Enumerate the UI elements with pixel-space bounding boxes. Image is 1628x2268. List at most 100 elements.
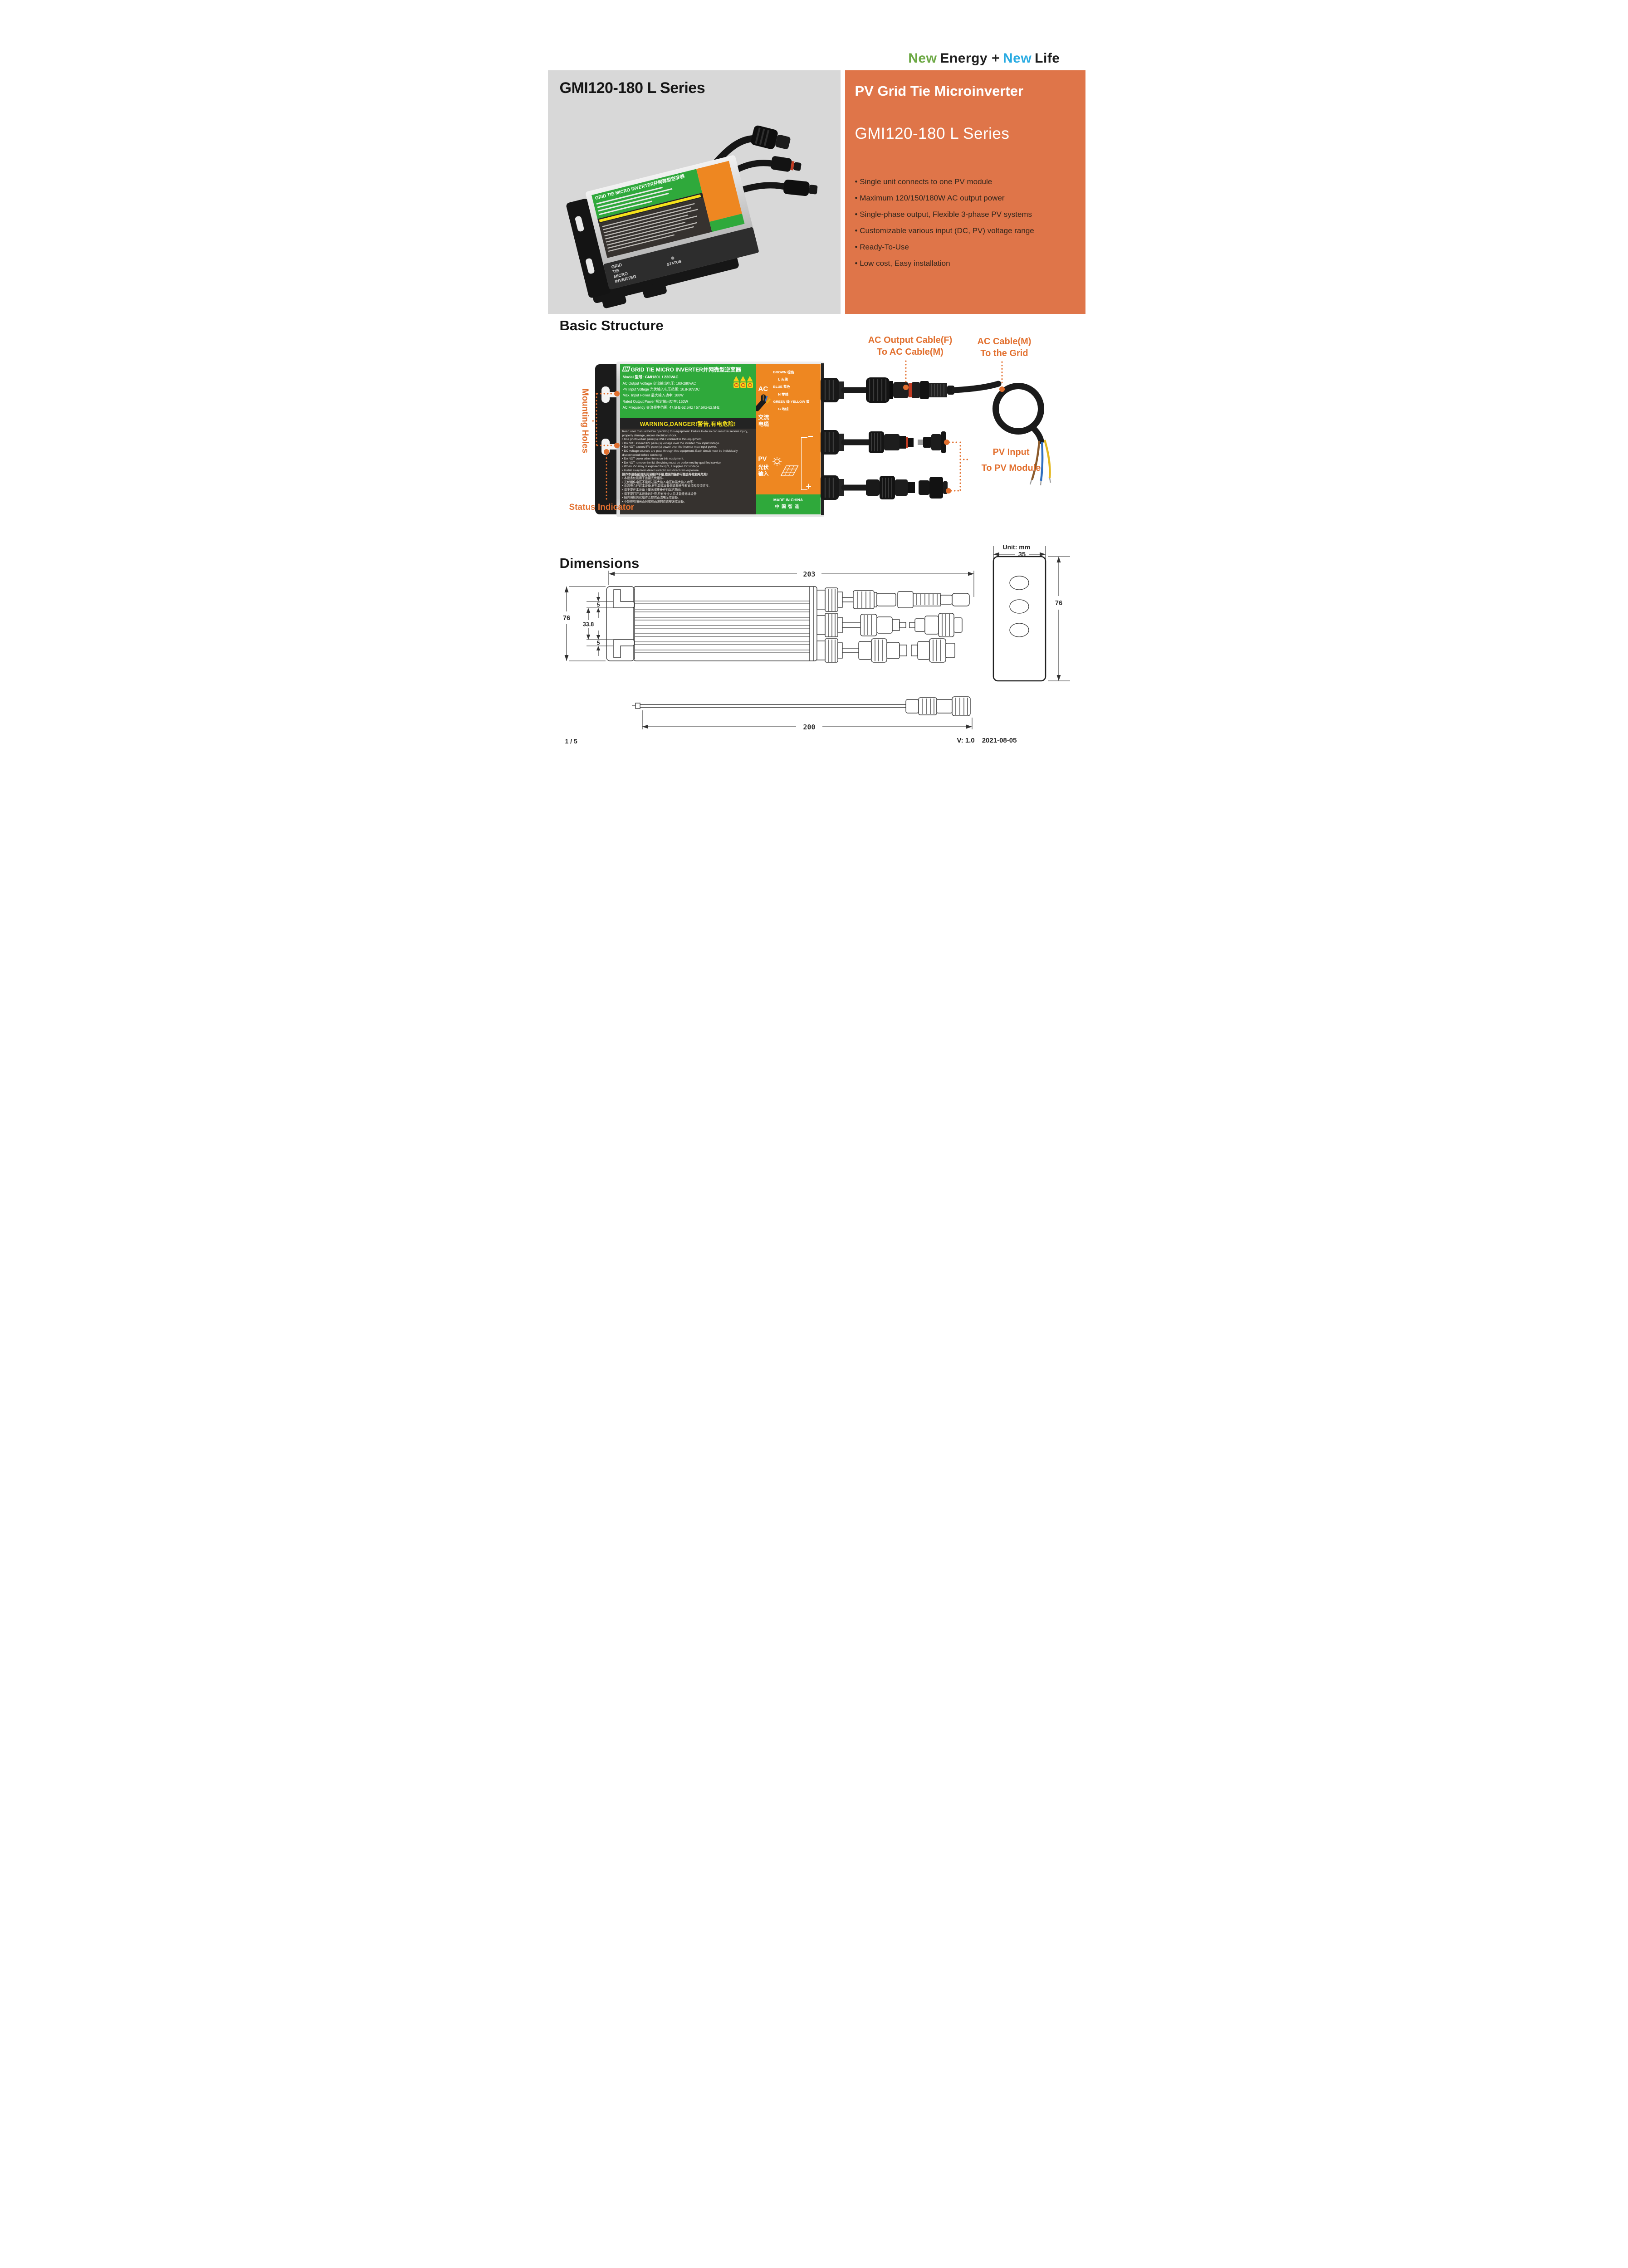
pv-cable-bottom bbox=[841, 476, 948, 499]
feature-item: Single-phase output, Flexible 3-phase PV… bbox=[855, 206, 1034, 223]
ac-text: AC bbox=[758, 385, 768, 393]
hero-left-panel: GMI120-180 L Series bbox=[548, 70, 841, 314]
wire-color-labels: BROWN 棕色 L 火线 BLUE 蓝色 N 零线 GREEN 绿 YELLO… bbox=[773, 369, 820, 413]
warning-line: • 本设备仅能用于连接光伏组件. bbox=[622, 477, 664, 480]
unit-label: Unit: mm bbox=[1002, 543, 1031, 551]
pv-input-zh-2: 输入 bbox=[758, 471, 769, 477]
wire-brown-label: BROWN 棕色 bbox=[773, 370, 794, 374]
feature-item: Ready-To-Use bbox=[855, 239, 1034, 255]
warning-banner: WARNING,DANGER!警告,有电危险! bbox=[620, 418, 756, 429]
warning-line: • Do NOT remove the lid. Servicing must … bbox=[622, 461, 722, 464]
feature-list: Single unit connects to one PV moduleMax… bbox=[855, 174, 1034, 272]
callout-status-indicator: Status Indicator bbox=[569, 503, 635, 512]
device-body: GRID TIE MICRO INVERTER并网微型逆变器 Model 型号:… bbox=[616, 362, 824, 517]
wire-ground-label: G 地线 bbox=[778, 407, 789, 411]
wire-yellow-label: YELLOW 黄 bbox=[790, 399, 810, 404]
dimension-lines bbox=[566, 546, 1070, 729]
callout-ac-cable: AC Cable(M) To the Grid bbox=[963, 336, 1046, 359]
feature-item: Single unit connects to one PV module bbox=[855, 174, 1034, 190]
dim-side-height: 76 bbox=[1055, 600, 1062, 607]
label-green-header: GRID TIE MICRO INVERTER并网微型逆变器 Model 型号:… bbox=[620, 364, 756, 418]
front-glands bbox=[816, 587, 843, 663]
dim-length: 203 bbox=[803, 570, 815, 578]
page-number: 1 / 5 bbox=[565, 738, 577, 745]
photo-device-body: GRID TIE MICRO INVERTER并网微型逆变器 GRID TIE … bbox=[566, 155, 759, 308]
warning-icons bbox=[733, 376, 754, 389]
wire-live-label: L 火线 bbox=[778, 377, 788, 382]
warning-line: • 请不要打开本设备的外壳,只有专业人员才能维修本设备. bbox=[622, 492, 698, 496]
label-model: Model 型号: GMI180L / 230VAC bbox=[622, 375, 679, 379]
red-seal-ring bbox=[908, 383, 912, 397]
label-spec-line: PV Input Voltage 光伏输入电压范围: 10.8-30VDC bbox=[622, 387, 700, 392]
wire-blue-label: BLUE 蓝色 bbox=[773, 385, 791, 389]
product-title: PV Grid Tie Microinverter bbox=[855, 83, 1024, 99]
pv-cable-middle bbox=[841, 431, 946, 453]
pv-input-zh-1: 光伏 bbox=[758, 465, 769, 470]
warning-line: • DC voltage sources are pass through th… bbox=[622, 449, 738, 457]
wire-green-label: GREEN 绿 bbox=[773, 399, 790, 404]
warning-line: • Install away from direct sunlight and … bbox=[622, 469, 700, 472]
front-mc4-pair bbox=[842, 613, 963, 637]
no-sunlight-icon bbox=[733, 382, 739, 388]
tagline-new-1: New bbox=[908, 51, 937, 66]
dim-cable-length: 200 bbox=[803, 723, 815, 731]
warning-line: • When PV array is exposed to light, it … bbox=[622, 465, 700, 469]
pv-text: PV bbox=[758, 455, 767, 462]
made-in-china-en: MADE IN CHINA bbox=[773, 498, 803, 502]
ac-cable-zh-2: 电缆 bbox=[758, 421, 769, 427]
warning-line: • 不能在有阳光直射或有雨淋的位置安装本设备. bbox=[622, 500, 685, 503]
mounting-hole-top bbox=[601, 386, 619, 403]
warning-line: • 请不要在本设备上覆盖或堆叠任何其它物品. bbox=[622, 488, 682, 492]
rf-warning-icon bbox=[747, 376, 753, 381]
warning-line: Read user manual before operating this e… bbox=[622, 430, 748, 437]
product-photo: GRID TIE MICRO INVERTER并网微型逆变器 GRID TIE … bbox=[566, 125, 817, 308]
dimension-arrows bbox=[564, 552, 1061, 729]
label-title: GRID TIE MICRO INVERTER并网微型逆变器 bbox=[621, 367, 753, 373]
front-mc4-pair-2 bbox=[842, 638, 955, 663]
warning-line: • Use photovoltaic panel(s) ONLY connect… bbox=[622, 438, 703, 441]
photo-ac-connector bbox=[750, 125, 790, 149]
dim-slot-bottom: 5 bbox=[596, 640, 600, 646]
product-series: GMI120-180 L Series bbox=[855, 125, 1010, 142]
label-spec-line: Max. Input Power 最大输入功率: 180W bbox=[622, 393, 684, 398]
ac-cable-diagram bbox=[756, 394, 771, 411]
no-open-icon bbox=[740, 382, 746, 388]
electric-hazard-icon bbox=[733, 376, 739, 381]
callout-ac-output-line2: To AC Cable(M) bbox=[877, 347, 944, 357]
dim-side-width: 35 bbox=[1018, 551, 1025, 558]
callout-ac-output-line1: AC Output Cable(F) bbox=[868, 335, 953, 345]
callout-ac-cable-line1: AC Cable(M) bbox=[977, 337, 1032, 347]
keep-dry-icon bbox=[747, 382, 753, 388]
photo-side-tie: TIE bbox=[612, 268, 620, 274]
label-orange-column: BROWN 棕色 L 火线 BLUE 蓝色 N 零线 GREEN 绿 YELLO… bbox=[756, 364, 821, 514]
callout-ac-output: AC Output Cable(F) To AC Cable(M) bbox=[858, 334, 963, 358]
callout-pv-line2: To PV Module bbox=[981, 463, 1041, 473]
dim-slot-top: 5 bbox=[596, 602, 600, 608]
dimensions-heading: Dimensions bbox=[559, 555, 640, 571]
device-label: GRID TIE MICRO INVERTER并网微型逆变器 Model 型号:… bbox=[620, 364, 821, 514]
red-seal-ring bbox=[905, 437, 908, 448]
dc-minus-mark: − bbox=[807, 431, 813, 442]
solar-panel-icon bbox=[621, 367, 631, 371]
made-in-china-zh: 中国智造 bbox=[775, 504, 802, 509]
label-spec-line: AC Output Voltage 交流输出电压: 180-280VAC bbox=[622, 381, 696, 386]
dc-plus-mark: + bbox=[806, 481, 812, 492]
warning-line: 操作本设备前请先阅读用户手册,错误的操作可能会导致触电危险! bbox=[622, 473, 708, 476]
photo-mc4-male bbox=[783, 179, 817, 196]
mounting-hole-bottom bbox=[601, 439, 619, 455]
warning-line: • 光伏组件电压不能超过最大输入电压和最大输入功率. bbox=[622, 480, 694, 484]
warning-line: • Do NOT exceed PV panel(s) power over t… bbox=[622, 445, 717, 449]
front-view bbox=[606, 586, 971, 716]
warnings-english: Read user manual before operating this e… bbox=[622, 430, 754, 473]
series-title: GMI120-180 L Series bbox=[559, 79, 705, 97]
hot-surface-icon bbox=[740, 376, 746, 381]
feature-item: Customizable various input (DC, PV) volt… bbox=[855, 223, 1034, 239]
warning-line: • 阳光照射光伏组件会提供直流电至本设备. bbox=[622, 496, 679, 500]
warning-text-block: Read user manual before operating this e… bbox=[620, 429, 756, 514]
warning-line: • 直流电会经过本设备,在拆卸本设备前请断开所有直流和交流连接. bbox=[622, 484, 709, 488]
callout-ac-cable-line2: To the Grid bbox=[980, 348, 1028, 358]
